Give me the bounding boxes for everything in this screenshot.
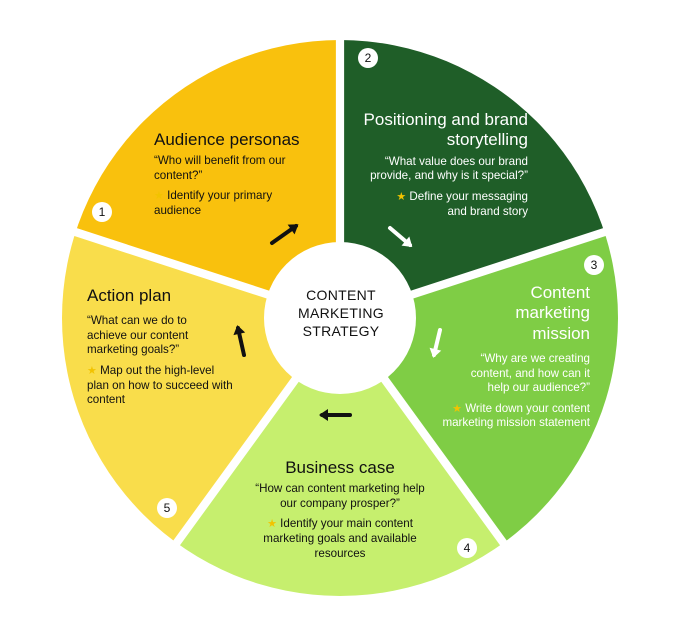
arrow-up-right-icon	[270, 224, 299, 245]
segment-1-task-text: Identify your primary audience	[154, 189, 273, 218]
segment-1	[69, 40, 336, 313]
arrow-down-icon-head	[429, 347, 442, 358]
star-icon: ★	[87, 364, 97, 377]
step-number-1: 1	[92, 202, 112, 222]
segment-1-question: “Who will benefit from our content?”	[154, 154, 286, 182]
segment-1-text: Audience personas “Who will benefit from…	[154, 130, 332, 219]
star-icon: ★	[267, 518, 277, 531]
segment-2-question: “What value does our brand provide, and …	[370, 154, 528, 183]
segment-4-text: Business case “How can content marketing…	[245, 458, 435, 561]
segment-3-text: Content marketing mission “Why are we cr…	[430, 283, 590, 431]
segment-2-task: ★ Define your messaging and brand story	[382, 190, 528, 219]
segment-5-text: Action plan “What can we do to achieve o…	[87, 286, 237, 408]
segment-5-question: “What can we do to achieve our content m…	[87, 314, 189, 357]
arrow-left-icon	[319, 409, 352, 421]
segment-1-task: ★ Identify your primary audience	[154, 189, 294, 218]
center-label: CONTENT MARKETING STRATEGY	[271, 287, 411, 341]
step-number-4: 4	[457, 538, 477, 558]
segment-4-task-text: Identify your main content marketing goa…	[263, 517, 417, 560]
segment-4-title: Business case	[285, 458, 395, 477]
arrow-up-icon-head	[233, 325, 246, 336]
star-icon: ★	[396, 190, 407, 203]
segment-3-title: Content marketing mission	[515, 283, 590, 343]
arrow-down-right-icon-head	[401, 236, 413, 247]
segment-5	[62, 233, 334, 547]
arrow-left-icon-head	[319, 409, 328, 421]
arrow-down-icon	[429, 328, 442, 358]
segment-2-text: Positioning and brand storytelling “What…	[352, 110, 530, 219]
segment-2-task-text: Define your messaging and brand story	[409, 189, 528, 218]
segment-5-title: Action plan	[87, 286, 172, 305]
step-number-2: 2	[358, 48, 378, 68]
star-icon: ★	[154, 190, 164, 203]
center-label-line-3: STRATEGY	[302, 322, 380, 339]
segment-3-question: “Why are we creating content, and how ca…	[470, 352, 590, 395]
center-label-line-2: MARKETING	[298, 304, 384, 321]
arrow-up-right-icon-head	[287, 224, 299, 235]
center-label-line-1: CONTENT	[306, 287, 376, 303]
step-number-5: 5	[157, 498, 177, 518]
star-icon: ★	[452, 402, 462, 415]
arrow-up-icon	[233, 325, 246, 357]
center-circle	[264, 242, 416, 394]
arrow-down-right-icon	[388, 226, 413, 247]
segment-2-title: Positioning and brand storytelling	[363, 110, 528, 150]
segment-5-task: ★ Map out the high-level plan on how to …	[87, 364, 233, 408]
segment-1-title: Audience personas	[154, 130, 300, 149]
step-number-3: 3	[584, 255, 604, 275]
segment-4-question: “How can content marketing help our comp…	[255, 482, 425, 510]
segment-3	[346, 233, 618, 547]
segment-5-task-text: Map out the high-level plan on how to su…	[87, 363, 233, 407]
segment-3-task-text: Write down your content marketing missio…	[442, 401, 590, 430]
segment-4	[175, 325, 505, 596]
segment-4-task: ★ Identify your main content marketing g…	[254, 517, 426, 561]
segment-3-task: ★ Write down your content marketing miss…	[438, 402, 590, 431]
